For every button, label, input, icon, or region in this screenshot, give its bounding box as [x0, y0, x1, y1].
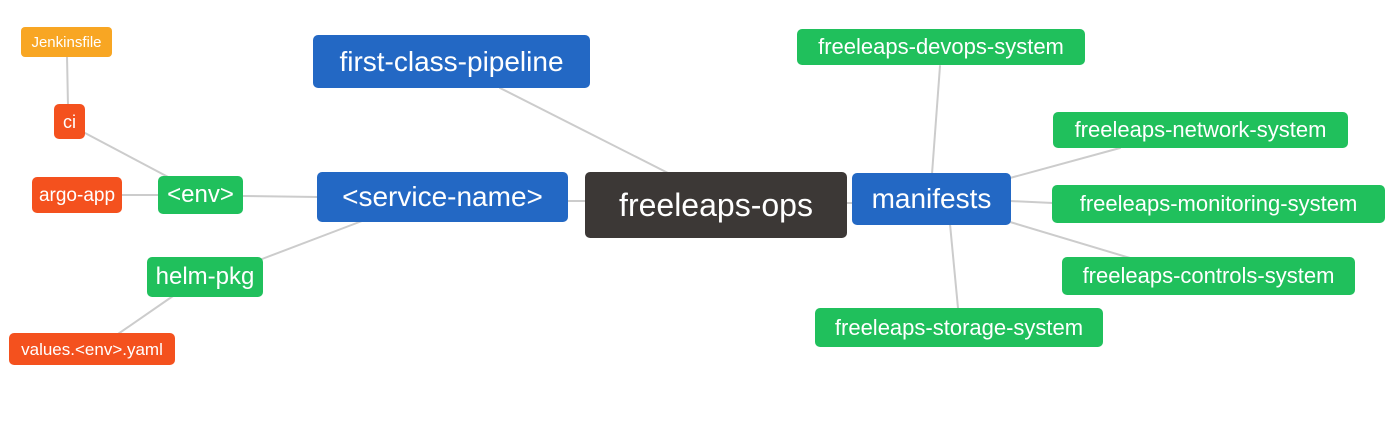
node-freeleaps-controls-system[interactable]: freeleaps-controls-system: [1062, 257, 1355, 295]
node-freeleaps-network-system[interactable]: freeleaps-network-system: [1053, 112, 1348, 148]
node-first-class-pipeline[interactable]: first-class-pipeline: [313, 35, 590, 88]
node-freeleaps-storage-system[interactable]: freeleaps-storage-system: [815, 308, 1103, 347]
edge-helm-pkg-values: [117, 295, 174, 335]
edge-manifests-monitoring: [1009, 200, 1054, 204]
edge-jenkinsfile-ci: [66, 55, 69, 107]
node-helm-pkg[interactable]: helm-pkg: [147, 257, 263, 297]
edge-manifests-controls: [1009, 221, 1131, 259]
node-manifests[interactable]: manifests: [852, 173, 1011, 225]
edge-manifests-storage: [949, 223, 959, 309]
edge-pipeline-ops: [499, 87, 669, 174]
edge-service-name-helm-pkg: [261, 220, 363, 260]
node-argo-app[interactable]: argo-app: [32, 177, 122, 213]
node-freeleaps-ops[interactable]: freeleaps-ops: [585, 172, 847, 238]
edge-manifests-network: [1009, 147, 1121, 179]
node-env[interactable]: <env>: [158, 176, 243, 214]
edge-manifests-devops: [931, 65, 941, 175]
edge-env-service-name: [242, 195, 319, 198]
node-freeleaps-devops-system[interactable]: freeleaps-devops-system: [797, 29, 1085, 65]
node-ci[interactable]: ci: [54, 104, 85, 139]
node-service-name[interactable]: <service-name>: [317, 172, 568, 222]
node-freeleaps-monitoring-system[interactable]: freeleaps-monitoring-system: [1052, 185, 1385, 223]
edge-ci-env: [84, 132, 171, 179]
node-values-env-yaml[interactable]: values.<env>.yaml: [9, 333, 175, 365]
node-jenkinsfile[interactable]: Jenkinsfile: [21, 27, 112, 57]
